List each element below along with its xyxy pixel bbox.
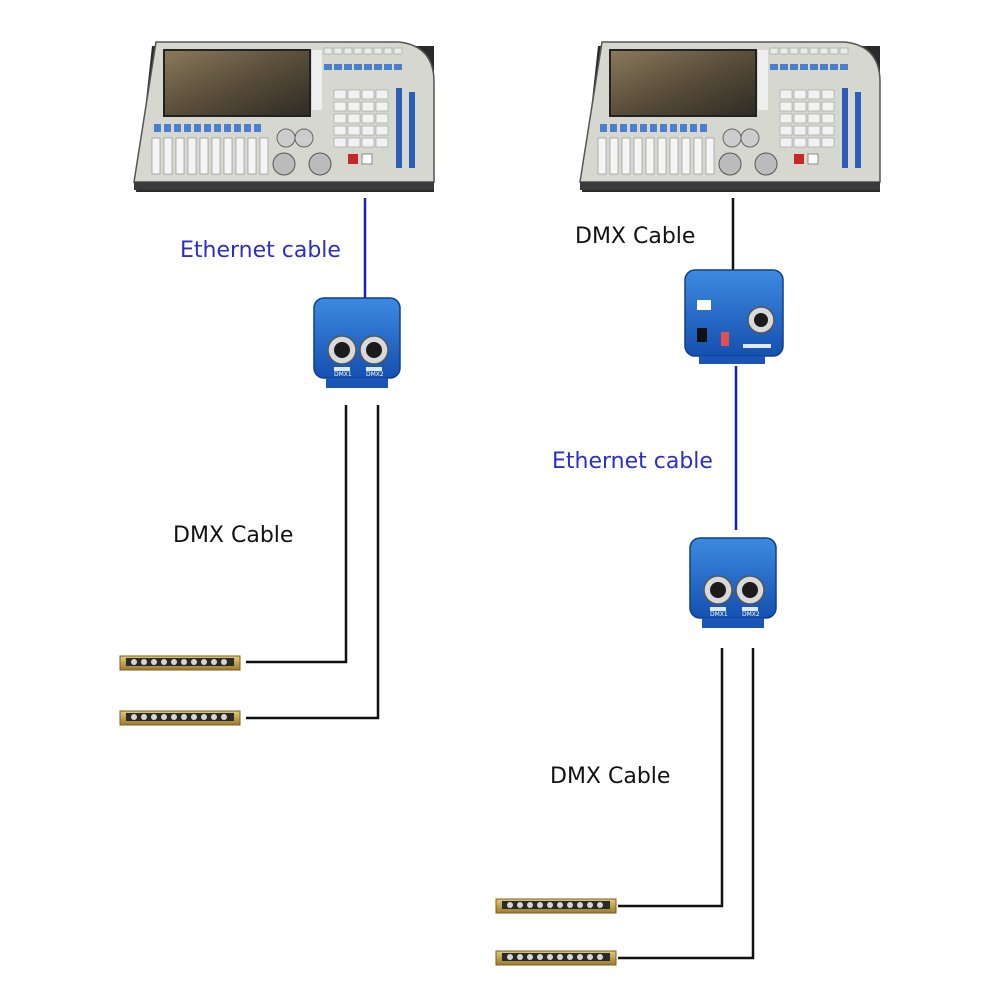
dimmer-pack-right-2: [495, 950, 617, 966]
label-dmx-cable-right-bottom: DMX Cable: [550, 764, 671, 789]
dmx-node-right: [689, 537, 777, 629]
port-label-dmx2-left: DMX2: [366, 371, 384, 378]
label-ethernet-cable-left: Ethernet cable: [180, 238, 341, 263]
label-dmx-cable-left: DMX Cable: [173, 523, 294, 548]
dmx-cable-left-1: [246, 405, 348, 664]
lighting-console-right: [579, 41, 881, 193]
port-label-dmx1-left: DMX1: [334, 371, 352, 378]
dmx-cable-right-2: [618, 648, 755, 960]
port-label-dmx1-right: DMX1: [710, 611, 728, 618]
dmx-node-left: [313, 297, 401, 389]
label-dmx-cable-right-top: DMX Cable: [575, 224, 696, 249]
port-label-dmx2-right: DMX2: [742, 611, 760, 618]
dmx-cable-left-2: [246, 405, 380, 720]
dimmer-pack-left-2: [119, 710, 241, 726]
dimmer-pack-right-1: [495, 898, 617, 914]
dimmer-pack-left-1: [119, 655, 241, 671]
dmx-to-ethernet-converter: [684, 269, 784, 365]
lighting-console-left: [133, 41, 435, 193]
label-ethernet-cable-right: Ethernet cable: [552, 449, 713, 474]
dmx-cable-right-1: [618, 648, 724, 908]
